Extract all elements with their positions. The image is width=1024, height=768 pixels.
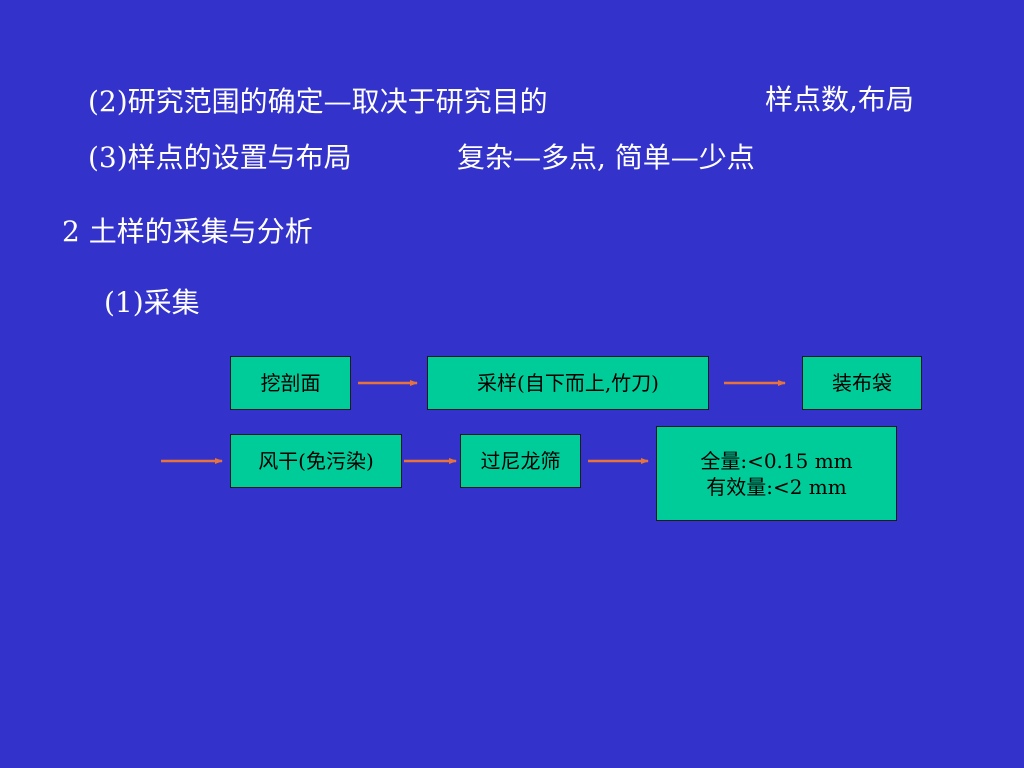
subheading-collection: (1)采集 [104, 286, 200, 319]
flow-label-dig: 挖剖面 [260, 371, 321, 395]
flow-box-air-dry: 风干(免污染) [230, 434, 402, 488]
flow-label-size-total: 全量:<0.15 mm [700, 448, 853, 473]
flow-label-dry: 风干(免污染) [258, 449, 374, 473]
flow-box-sampling: 采样(自下而上,竹刀) [427, 356, 709, 410]
flow-label-sample: 采样(自下而上,竹刀) [477, 371, 659, 395]
flow-label-bag: 装布袋 [832, 371, 892, 395]
flow-label-size-available: 有效量:<2 mm [706, 474, 847, 499]
flow-label-sieve: 过尼龙筛 [480, 449, 561, 473]
section-heading-sampling-analysis: 2 土样的采集与分析 [62, 215, 313, 248]
note-complexity-points: 复杂—多点, 简单—少点 [457, 141, 755, 174]
note-sample-count-layout: 样点数,布局 [765, 83, 914, 116]
flow-box-dig-profile: 挖剖面 [230, 356, 351, 410]
flow-box-particle-size: 全量:<0.15 mm 有效量:<2 mm [656, 426, 897, 521]
item-research-scope: (2)研究范围的确定—取决于研究目的 [88, 85, 548, 118]
flow-box-bagging: 装布袋 [802, 356, 922, 410]
flow-box-nylon-sieve: 过尼龙筛 [460, 434, 581, 488]
item-sample-layout: (3)样点的设置与布局 [88, 141, 352, 174]
